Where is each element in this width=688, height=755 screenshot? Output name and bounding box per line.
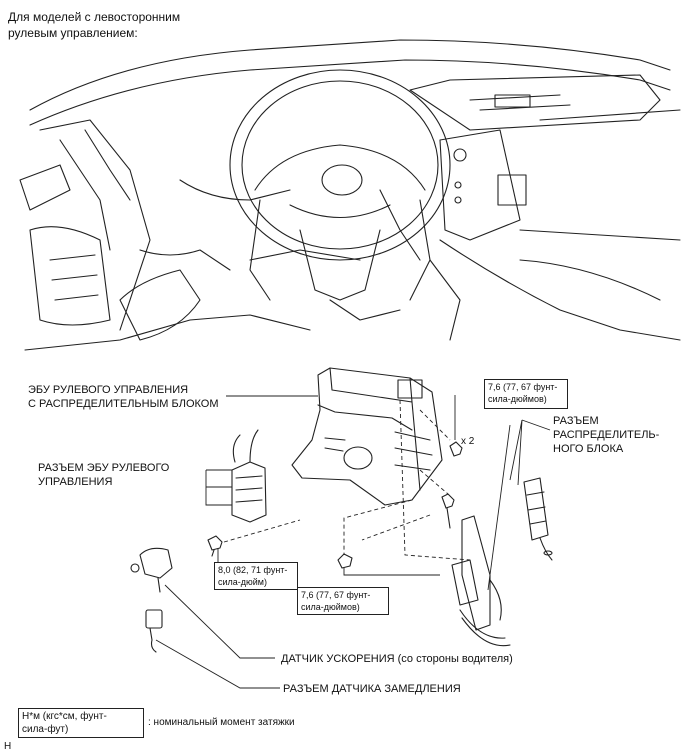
legend-unit-line-1: Н*м (кгс*см, фунт-: [22, 711, 107, 722]
torque-box-bracket-nut: 7,6 (77, 67 фунт- сила-дюймов): [297, 587, 389, 615]
steering-wheel-drawing: [229, 69, 451, 301]
ecu-drawing: [291, 367, 443, 506]
torque-box-sensor-bolt-line-1: 8,0 (82, 71 фунт-: [218, 565, 288, 575]
junction-connector-label-line-3: НОГО БЛОКА: [553, 443, 624, 455]
leader-ecu-connector: [205, 469, 232, 506]
fasteners-drawing: [207, 441, 463, 569]
torque-box-ecu-nut-line-2: сила-дюймов): [488, 394, 547, 404]
decel-connector-label: РАЗЪЕМ ДАТЧИКА ЗАМЕДЛЕНИЯ: [283, 683, 461, 695]
dashed-guide-4: [419, 409, 451, 441]
leader-accel-sensor: [164, 584, 275, 659]
torque-box-ecu-nut: 7,6 (77, 67 фунт- сила-дюймов): [484, 379, 568, 409]
ecu-label-line-1: ЭБУ РУЛЕВОГО УПРАВЛЕНИЯ: [28, 384, 189, 396]
ecu-connector-label-line-1: РАЗЪЕМ ЭБУ РУЛЕВОГО: [38, 462, 170, 474]
dashboard-drawing: [19, 39, 681, 351]
ecu-connector-drawing: [231, 429, 267, 523]
ecu-label-line-2: С РАСПРЕДЕЛИТЕЛЬНЫМ БЛОКОМ: [28, 398, 219, 410]
leader-decel-connector: [155, 639, 280, 689]
dashed-guide-2: [223, 514, 431, 543]
torque-box-bracket-nut-line-1: 7,6 (77, 67 фунт-: [301, 590, 371, 600]
legend-description: : номинальный момент затяжки: [148, 717, 295, 728]
ecu-connector-label: РАЗЪЕМ ЭБУ РУЛЕВОГО УПРАВЛЕНИЯ: [38, 461, 169, 489]
junction-connector-label-line-2: РАСПРЕДЕЛИТЕЛЬ-: [553, 429, 660, 441]
dashed-guide-1: [343, 499, 413, 555]
torque-box-bracket-nut-line-2: сила-дюймов): [301, 602, 360, 612]
footer-code: H: [4, 741, 12, 752]
leader-junction-2: [487, 424, 511, 591]
leader-junction: [509, 419, 551, 486]
accel-sensor-label: ДАТЧИК УСКОРЕНИЯ (со стороны водителя): [281, 653, 513, 665]
acceleration-sensor-drawing: [130, 547, 173, 593]
junction-connector-drawing: [451, 477, 553, 647]
ecu-connector-label-line-2: УПРАВЛЕНИЯ: [38, 476, 113, 488]
junction-connector-label: РАЗЪЕМ РАСПРЕДЕЛИТЕЛЬ- НОГО БЛОКА: [553, 414, 659, 456]
leader-torque-bottom: [343, 568, 440, 576]
header-line-1: Для моделей с левосторонним: [8, 10, 181, 24]
torque-box-ecu-nut-line-1: 7,6 (77, 67 фунт-: [488, 382, 558, 392]
torque-box-sensor-bolt-line-2: сила-дюйм): [218, 577, 267, 587]
decel-connector-drawing: [145, 609, 163, 653]
dashed-guide-3: [399, 399, 471, 561]
legend-box: Н*м (кгс*см, фунт- сила-фут): [18, 708, 144, 738]
quantity-label: x 2: [461, 436, 475, 447]
junction-connector-label-line-1: РАЗЪЕМ: [553, 415, 599, 427]
dashed-guide-5: [419, 469, 449, 495]
header-line-2: рулевым управлением:: [8, 26, 138, 40]
legend-unit-line-2: сила-фут): [22, 724, 69, 735]
ecu-label: ЭБУ РУЛЕВОГО УПРАВЛЕНИЯ С РАСПРЕДЕЛИТЕЛЬ…: [28, 383, 219, 411]
torque-box-sensor-bolt: 8,0 (82, 71 фунт- сила-дюйм): [214, 562, 298, 590]
diagram-header: Для моделей с левосторонним рулевым упра…: [8, 9, 180, 41]
